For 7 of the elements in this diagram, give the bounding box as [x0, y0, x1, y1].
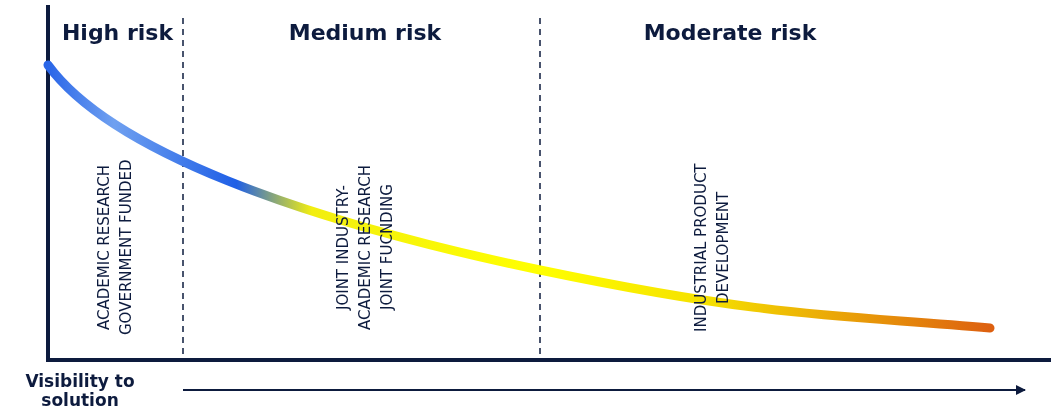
- stage-label: JOINT INDUSTRY- ACADEMIC RESEARCH JOINT FUCNDING: [333, 164, 397, 332]
- risk-heading: Medium risk: [287, 20, 443, 46]
- stage-label: INDUSTRIAL PRODUCT DEVELOPMENT: [691, 162, 733, 334]
- stage-label: ACADEMIC RESEARCH GOVERNMENT FUNDED: [94, 158, 136, 338]
- axis-label: Visibility to solution: [24, 372, 136, 410]
- risk-heading: Moderate risk: [642, 20, 818, 46]
- risk-heading: High risk: [60, 20, 175, 46]
